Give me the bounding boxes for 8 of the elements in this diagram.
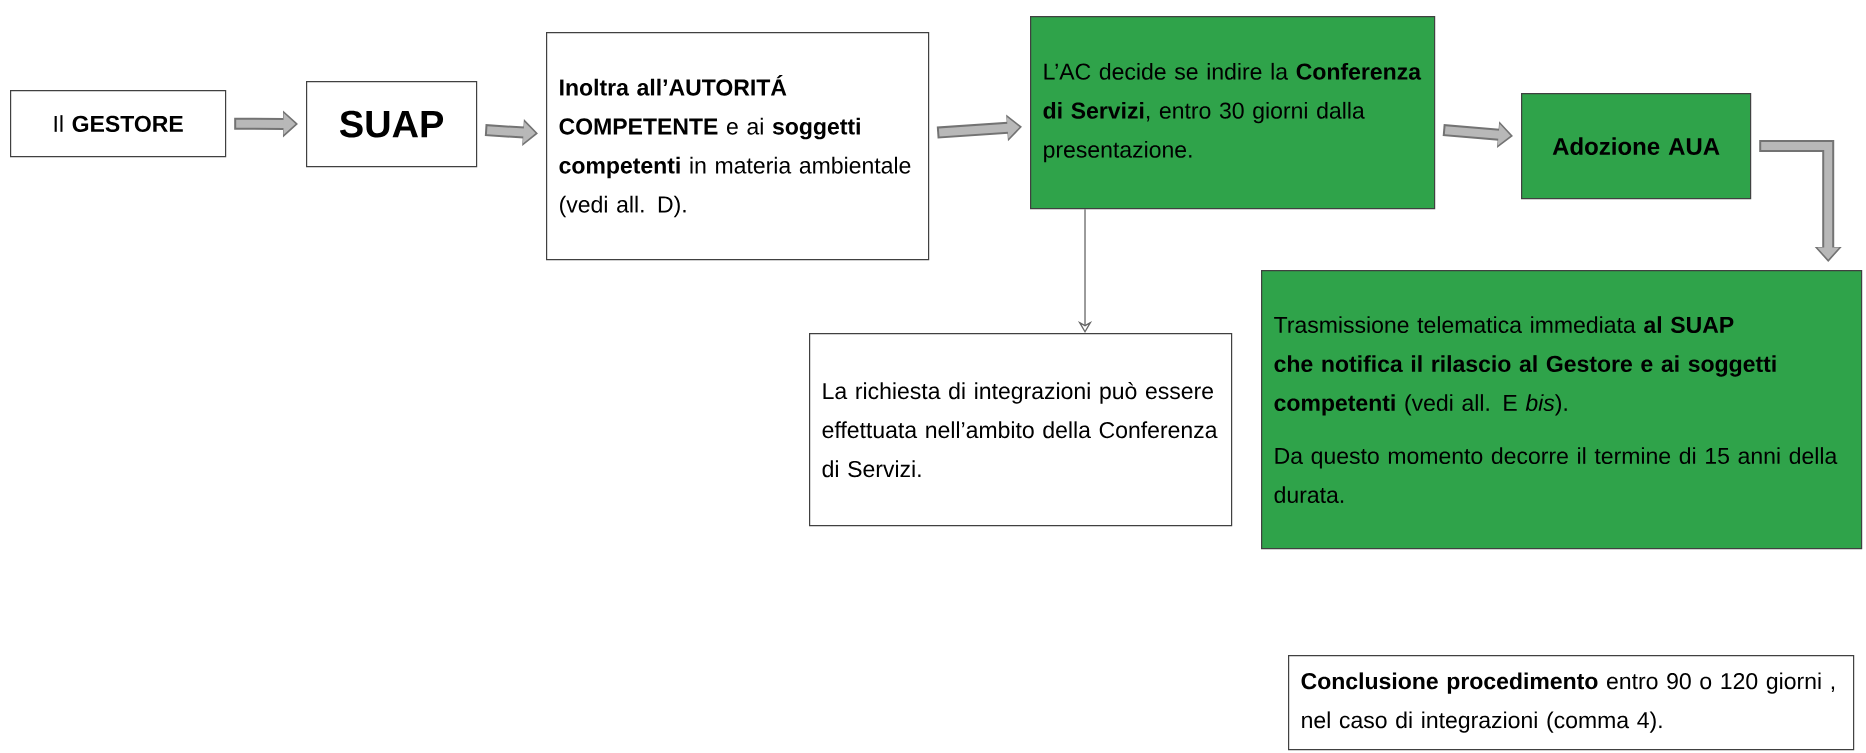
process-box: L’AC decide se indire la Conferenza di Servizi, entro 30 giorni dalla presentazione. [1030, 16, 1436, 210]
process-box: Inoltra all’AUTORITÁ COMPETENTE e ai soggetti competenti in materia ambientale (vedi all. D). [546, 32, 930, 261]
process-box: La richiesta di integrazioni può essere effettuata nell’ambito della Conferenza di Servizi. [809, 333, 1233, 527]
process-box: Il GESTORE [10, 90, 227, 158]
process-box: Trasmissione telematica immediata al SUAP che notifica il rilascio al Gestore e ai soggetti competenti (vedi all. E bis). Da questo momento decorre il termine di 15 anni della durata. [1261, 270, 1863, 550]
process-box: Conclusione procedimento entro 90 o 120 giorni , nel caso di integrazioni (comma 4). [1288, 655, 1855, 751]
process-box: SUAP [306, 81, 478, 168]
process-box: Adozione AUA [1521, 93, 1752, 200]
